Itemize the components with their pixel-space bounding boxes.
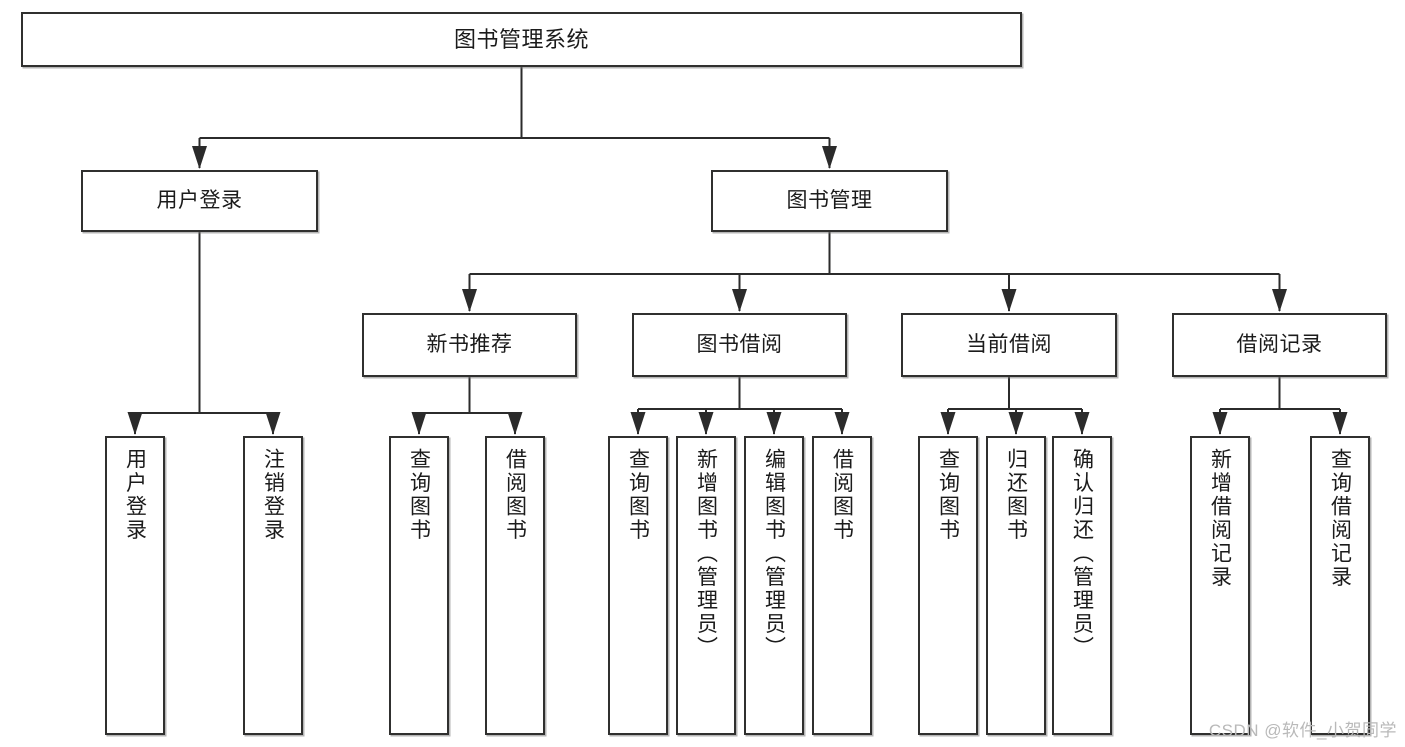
- edge-arrowhead: [192, 146, 207, 169]
- node-label-records: 借阅记录: [1236, 332, 1323, 356]
- edge-arrowhead: [411, 412, 427, 435]
- node-label-l-query3: 查询图书: [936, 448, 960, 542]
- node-l-confirm[interactable]: 确认归还（管理员）: [1052, 436, 1112, 735]
- node-label-bookmgmt: 图书管理: [786, 188, 873, 212]
- edge-arrowhead: [834, 412, 850, 435]
- node-l-login[interactable]: 用户登录: [105, 436, 165, 735]
- edge-arrowhead: [265, 412, 281, 435]
- node-label-login: 用户登录: [156, 188, 243, 212]
- node-label-l-add: 新增图书（管理员）: [694, 448, 718, 660]
- node-label-l-query2: 查询图书: [626, 448, 650, 542]
- edge-arrowhead: [698, 412, 714, 435]
- node-label-l-queryrec: 查询借阅记录: [1328, 448, 1352, 589]
- node-borrow[interactable]: 图书借阅: [632, 313, 847, 377]
- node-l-query1[interactable]: 查询图书: [389, 436, 449, 735]
- node-root[interactable]: 图书管理系统: [21, 12, 1022, 67]
- node-label-l-logout: 注销登录: [261, 448, 285, 542]
- node-l-return[interactable]: 归还图书: [986, 436, 1046, 735]
- edge-arrowhead: [127, 412, 143, 435]
- edge-arrowhead: [940, 412, 956, 435]
- node-label-borrow: 图书借阅: [696, 332, 783, 356]
- node-l-edit[interactable]: 编辑图书（管理员）: [744, 436, 804, 735]
- edge-arrowhead: [1001, 289, 1017, 312]
- node-l-add[interactable]: 新增图书（管理员）: [676, 436, 736, 735]
- edge-arrowhead: [507, 412, 523, 435]
- node-label-l-login: 用户登录: [123, 448, 147, 542]
- node-label-l-return: 归还图书: [1004, 448, 1028, 542]
- node-l-queryrec[interactable]: 查询借阅记录: [1310, 436, 1370, 735]
- node-l-addrec[interactable]: 新增借阅记录: [1190, 436, 1250, 735]
- edge-arrowhead: [1074, 412, 1090, 435]
- node-label-l-confirm: 确认归还（管理员）: [1070, 448, 1094, 660]
- node-l-query2[interactable]: 查询图书: [608, 436, 668, 735]
- node-records[interactable]: 借阅记录: [1172, 313, 1387, 377]
- node-label-l-borrow1: 借阅图书: [503, 448, 527, 542]
- node-label-root: 图书管理系统: [453, 26, 589, 52]
- node-label-newbook: 新书推荐: [426, 332, 513, 356]
- edge-arrowhead: [822, 146, 837, 169]
- node-label-l-addrec: 新增借阅记录: [1208, 448, 1232, 589]
- edge-arrowhead: [732, 289, 747, 312]
- edge-arrowhead: [630, 412, 646, 435]
- node-label-current: 当前借阅: [966, 332, 1052, 356]
- node-label-l-query1: 查询图书: [407, 448, 431, 542]
- node-bookmgmt[interactable]: 图书管理: [711, 170, 948, 232]
- edge-arrowhead: [1212, 412, 1228, 435]
- node-newbook[interactable]: 新书推荐: [362, 313, 577, 377]
- edge-arrowhead: [462, 289, 477, 312]
- node-current[interactable]: 当前借阅: [901, 313, 1117, 377]
- edge-arrowhead: [1332, 412, 1348, 435]
- edge-arrowhead: [1272, 289, 1287, 312]
- edge-arrowhead: [1008, 412, 1024, 435]
- node-l-borrow2[interactable]: 借阅图书: [812, 436, 872, 735]
- node-label-l-borrow2: 借阅图书: [830, 448, 854, 542]
- node-l-logout[interactable]: 注销登录: [243, 436, 303, 735]
- node-l-query3[interactable]: 查询图书: [918, 436, 978, 735]
- node-l-borrow1[interactable]: 借阅图书: [485, 436, 545, 735]
- node-login[interactable]: 用户登录: [81, 170, 318, 232]
- node-label-l-edit: 编辑图书（管理员）: [762, 448, 786, 660]
- edge-arrowhead: [766, 412, 782, 435]
